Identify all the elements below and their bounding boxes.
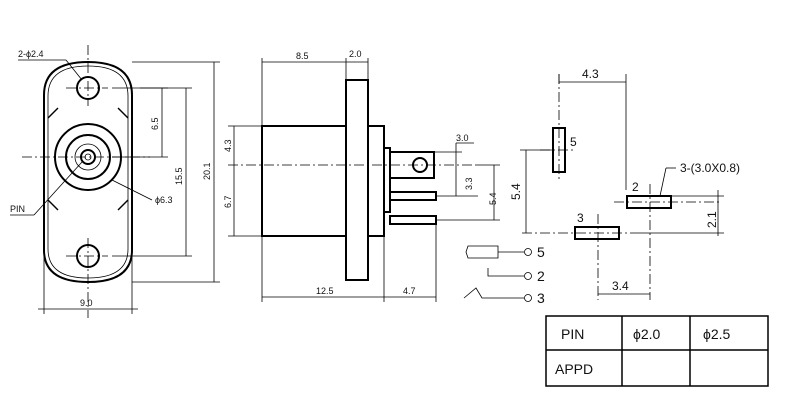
dim-pin-w: 3.0 — [456, 133, 469, 143]
dim-hole-offset: 6.5 — [150, 117, 160, 130]
table-row-appd: APPD — [555, 361, 593, 377]
side-view: 8.5 2.0 4.3 6.7 3.0 3.3 5.4 12.5 4.7 — [223, 49, 500, 302]
side-body — [261, 125, 347, 237]
table-header-d20: ϕ2.0 — [633, 326, 661, 342]
dim-body: 8.5 — [296, 51, 309, 61]
table-header-pin: PIN — [561, 326, 584, 342]
pad-5-label: 5 — [570, 135, 577, 149]
dim-lower: 6.7 — [223, 195, 233, 208]
dim-flange: 2.0 — [349, 49, 362, 59]
hole-callout: 2-ϕ2.4 — [18, 49, 44, 59]
center-diameter-label: ϕ6.3 — [155, 195, 173, 205]
dim-top: 4.3 — [582, 67, 599, 81]
schematic-plug — [465, 245, 499, 259]
dim-total: 12.5 — [316, 286, 334, 296]
dim-hole-pitch: 15.5 — [174, 167, 184, 185]
dim-tail: 4.7 — [403, 286, 416, 296]
side-terminal-low — [389, 215, 437, 225]
side-step — [367, 125, 385, 237]
dim-left: 5.4 — [509, 183, 523, 200]
pad-callout: 3-(3.0X0.8) — [680, 161, 740, 175]
dim-pin-offset: 5.4 — [488, 192, 498, 205]
front-inner-outline — [47, 65, 129, 279]
pad-2-label: 2 — [632, 180, 639, 194]
side-flange — [345, 79, 369, 281]
pin-table: PIN ϕ2.0 ϕ2.5 APPD — [545, 315, 769, 387]
schematic-pin-3: 3 — [537, 290, 545, 306]
dim-slot-h: 2.1 — [705, 211, 719, 228]
pin-schematic: 5 2 3 — [463, 244, 545, 306]
pcb-footprint: 5 2 3 4.3 5.4 2.1 3.4 3-(3.0X0.8) — [509, 67, 740, 300]
front-view: 2-ϕ2.4 PIN ϕ6.3 6.5 15.5 20.1 9.0 — [10, 45, 220, 318]
table-header-d25: ϕ2.5 — [703, 326, 731, 342]
dim-bottom: 3.4 — [612, 279, 629, 293]
dim-pin-h: 3.3 — [464, 177, 474, 190]
pad-3-label: 3 — [577, 211, 584, 225]
side-terminal-mid — [389, 191, 437, 201]
schematic-pin-2: 2 — [537, 268, 545, 284]
dim-width: 9.0 — [80, 298, 93, 308]
schematic-pin-5: 5 — [537, 244, 545, 260]
dim-height: 20.1 — [202, 162, 212, 180]
dim-upper: 4.3 — [223, 139, 233, 152]
pin-label: PIN — [10, 204, 25, 214]
